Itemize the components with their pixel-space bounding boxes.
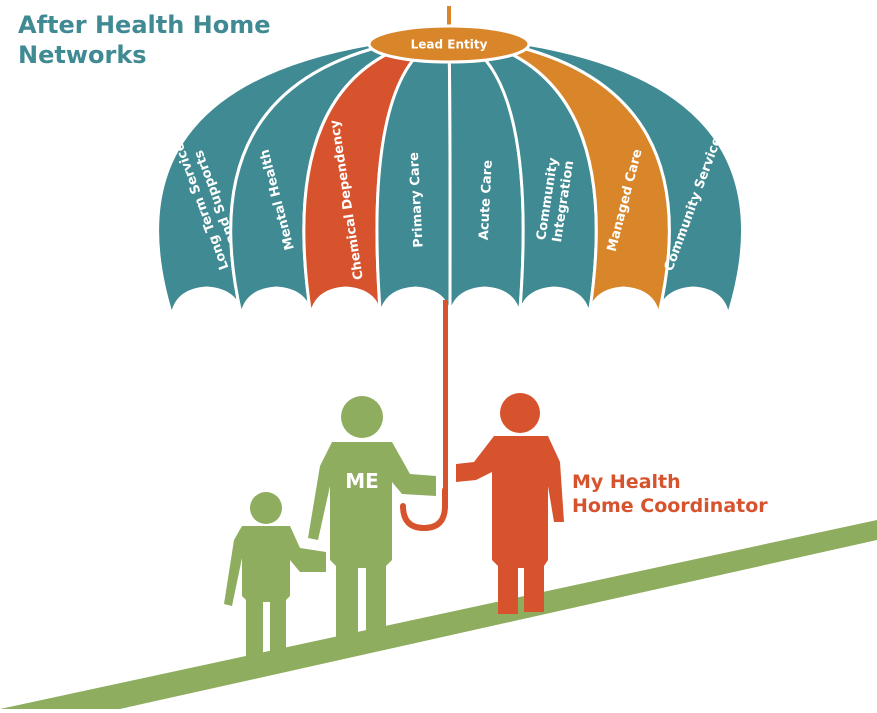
segment-label-5: Acute Care — [477, 160, 496, 241]
coordinator-figure — [456, 393, 564, 614]
umbrella-tip — [447, 6, 451, 42]
child-figure — [224, 492, 326, 658]
child-head — [250, 492, 282, 524]
coordinator-head — [500, 393, 540, 433]
page-title: After Health Home Networks — [18, 10, 271, 70]
me-body — [308, 442, 436, 638]
segment-label-4-line1: Primary Care — [407, 152, 427, 248]
canopy-segment-8 — [505, 42, 744, 318]
ground-path — [0, 520, 877, 709]
coordinator-body — [456, 436, 564, 614]
umbrella-shaft — [443, 300, 448, 492]
segment-label-5-line1: Acute Care — [477, 160, 496, 241]
page-title-line1: After Health Home — [18, 11, 271, 39]
umbrella-handle — [400, 487, 448, 532]
coordinator-label-line2: Home Coordinator — [572, 495, 768, 517]
lead-entity-label: Lead Entity — [411, 38, 488, 52]
me-figure: ME — [308, 396, 436, 638]
child-body — [224, 526, 326, 658]
coordinator-label: My Health Home Coordinator — [572, 470, 768, 518]
me-label: ME — [345, 469, 379, 493]
lead-entity: Lead Entity — [367, 24, 531, 64]
lead-entity-badge — [367, 24, 531, 64]
coordinator-label-line1: My Health — [572, 471, 681, 493]
me-head — [341, 396, 383, 438]
page-title-line2: Networks — [18, 41, 147, 69]
segment-label-4: Primary Care — [407, 152, 427, 248]
